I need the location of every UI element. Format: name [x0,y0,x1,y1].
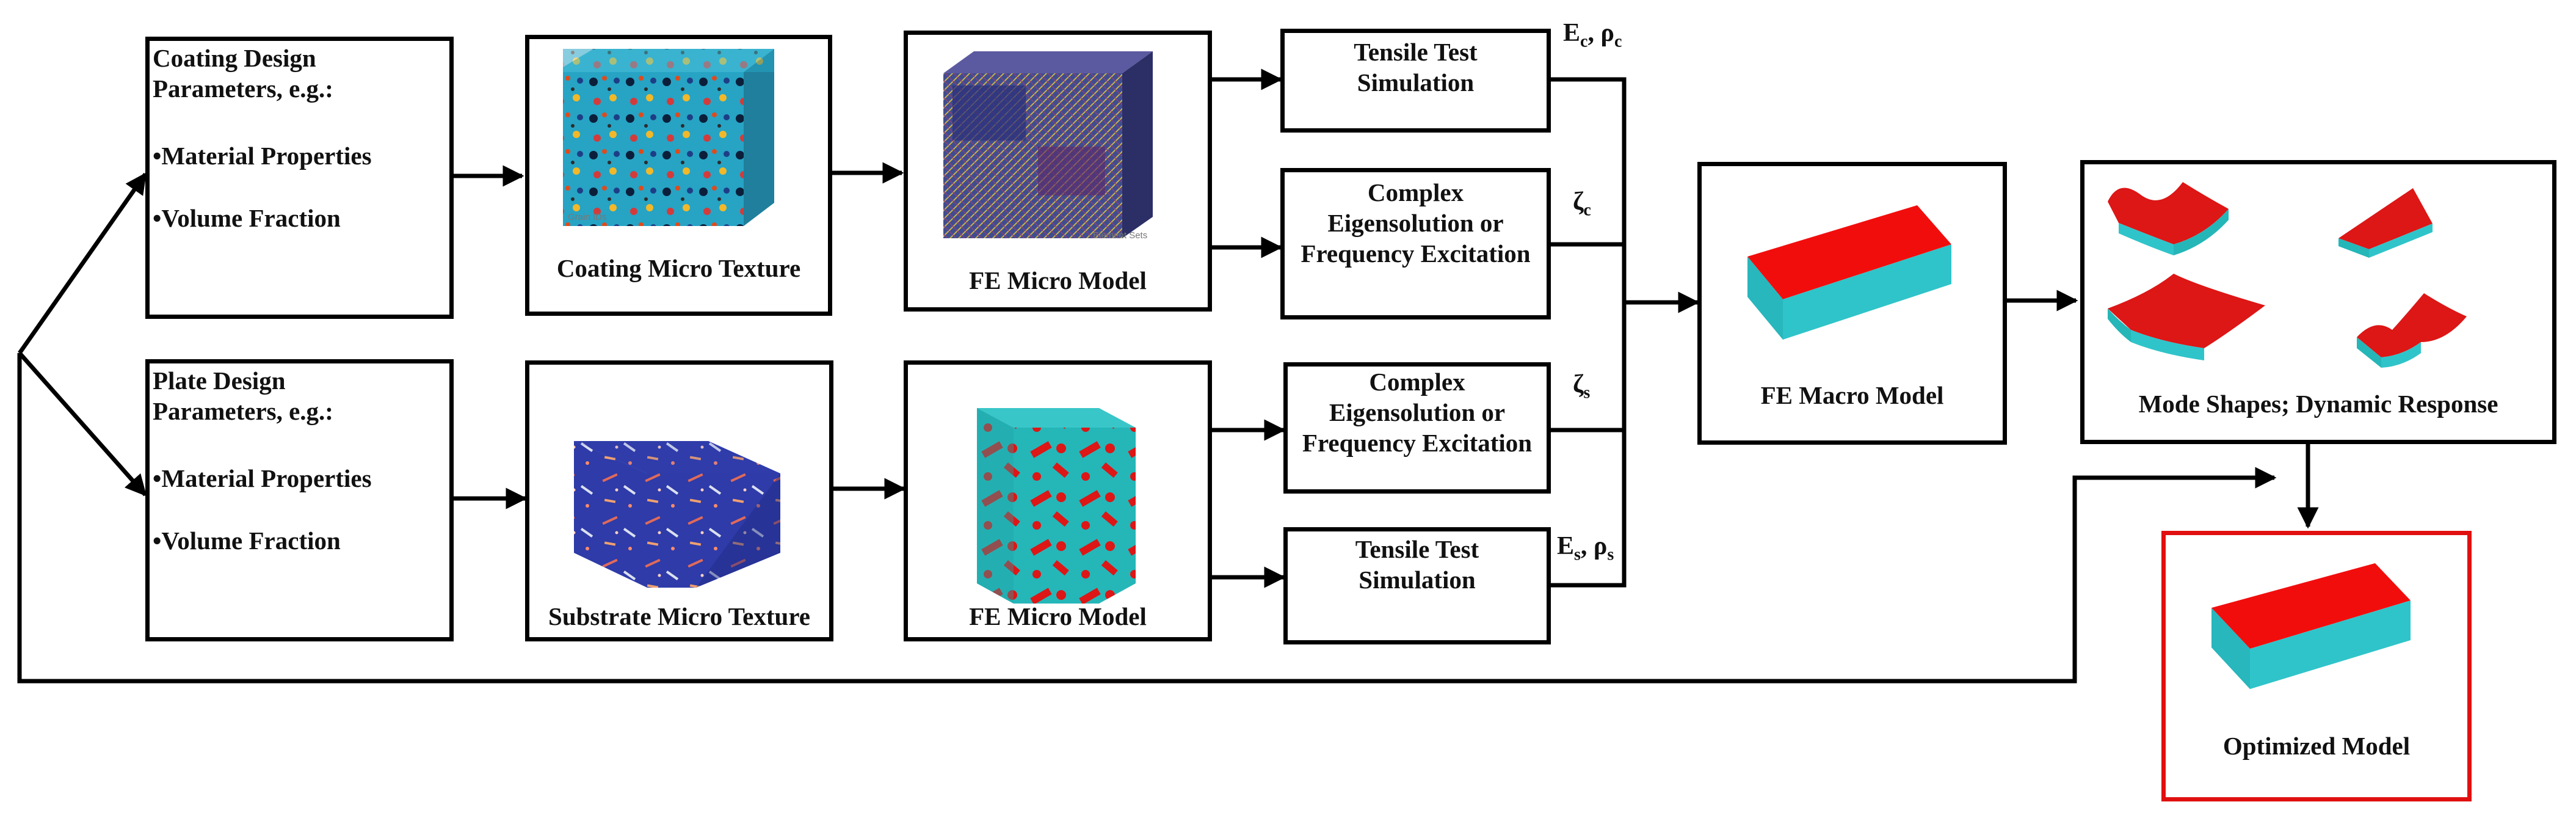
plate-params-title-line1: Plate Design [153,367,286,395]
coating-rho-symbol: ρ [1600,19,1614,47]
mode-shapes-label: Mode Shapes; Dynamic Response [2138,390,2498,418]
eigen-top-line1: Complex [1367,178,1464,206]
substrate-texture-box [525,360,833,641]
substrate-zeta-sub: s [1583,383,1591,403]
plate-bullet-material: •Material Properties [153,464,372,492]
eigen-bottom-line1: Complex [1369,368,1465,396]
coating-bullet-material: •Material Properties [153,142,372,170]
coating-texture-label: Coating Micro Texture [556,254,801,282]
tensile-bottom-line1: Tensile Test [1355,535,1479,563]
eigen-top-line2: Eigensolution or [1327,209,1504,238]
substrate-zeta-symbol: ζ [1573,370,1584,398]
plate-bullet-volume-text: Volume Fraction [161,527,341,555]
coating-damping-output: ζc [1573,187,1591,220]
feedback-loop-line [17,353,2277,684]
arrow-to-coating-params [18,172,147,355]
substrate-fiber-cube-icon [574,441,780,588]
collector-line-3 [1551,302,1627,432]
collector-line-1 [1551,77,1627,302]
plate-slab-icon [1747,205,1951,340]
optimized-slab-icon [2211,563,2411,689]
substrate-e-symbol: E [1557,532,1575,560]
substrate-damping-output: ζs [1573,370,1590,403]
substrate-tensile-output: Es, ρs [1557,531,1614,564]
plate-params-box [145,359,454,641]
mode-shapes-box [2080,160,2556,444]
fe-micro-bottom-box [904,360,1212,641]
eigen-top-text: Complex Eigensolution or Frequency Excit… [1280,177,1551,269]
optimized-label: Optimized Model [2222,732,2411,760]
fe-micro-bottom-label: FE Micro Model [969,602,1147,630]
coating-e-sub: c [1580,32,1588,51]
coating-bullet-material-text: Material Properties [161,142,372,170]
coating-zeta-symbol: ζ [1573,188,1584,216]
substrate-e-sub: s [1574,545,1581,564]
element-sets-caption: Element Sets [1093,230,1147,241]
coating-rho-sub: c [1614,32,1622,51]
coating-e-symbol: E [1563,19,1581,47]
fe-macro-label: FE Macro Model [1760,381,1944,409]
eigen-top-line3: Frequency Excitation [1301,239,1531,268]
coating-params-title-line1: Coating Design [153,44,316,72]
plate-params-title-line2: Parameters, e.g.: [153,397,333,426]
fe-micro-top-box [904,31,1212,312]
eigen-bottom-line3: Frequency Excitation [1302,429,1533,458]
coating-bullet-volume: •Volume Fraction [153,204,341,232]
substrate-sep: , [1580,532,1587,560]
coating-bullet-volume-text: Volume Fraction [161,204,341,232]
eigen-bottom-box [1283,362,1551,494]
plate-bullet-material-text: Material Properties [161,464,372,492]
tensile-top-text: Tensile Test Simulation [1280,37,1551,98]
tensile-bottom-text: Tensile Test Simulation [1283,534,1551,595]
tensile-top-box [1280,29,1551,133]
coating-params-title: Coating Design Parameters, e.g.: [153,43,333,104]
arrow-to-plate-params [18,351,147,497]
tensile-bottom-line2: Simulation [1359,566,1476,594]
tensile-top-line2: Simulation [1357,68,1475,97]
fe-micro-top-label: FE Micro Model [969,266,1147,294]
fe-fiber-cube-icon [977,408,1136,604]
tensile-top-line1: Tensile Test [1354,38,1478,66]
grain-ids-caption: Grain IDs [568,212,606,222]
plate-bullet-volume: •Volume Fraction [153,527,341,555]
mode-shape-icon [2108,182,2467,368]
coating-grain-cube-icon: Grain IDs [563,49,774,226]
coating-zeta-sub: c [1583,200,1591,220]
coating-params-box [145,37,454,319]
fe-mesh-cube-icon: Element Sets [943,51,1153,241]
eigen-bottom-text: Complex Eigensolution or Frequency Excit… [1283,367,1551,458]
substrate-texture-label: Substrate Micro Texture [548,602,810,630]
optimized-box [2161,531,2472,801]
plate-params-title: Plate Design Parameters, e.g.: [153,365,333,426]
eigen-top-box [1280,168,1551,319]
fe-macro-box [1697,162,2007,445]
eigen-bottom-line2: Eigensolution or [1329,398,1506,427]
coating-texture-box [525,35,832,316]
collector-line-4 [1551,430,1627,588]
tensile-bottom-box [1283,527,1551,644]
coating-tensile-output: Ec, ρc [1563,18,1622,51]
coating-params-title-line2: Parameters, e.g.: [153,75,333,103]
substrate-rho-symbol: ρ [1593,532,1608,560]
substrate-rho-sub: s [1607,545,1614,564]
coating-sep: , [1587,19,1594,47]
